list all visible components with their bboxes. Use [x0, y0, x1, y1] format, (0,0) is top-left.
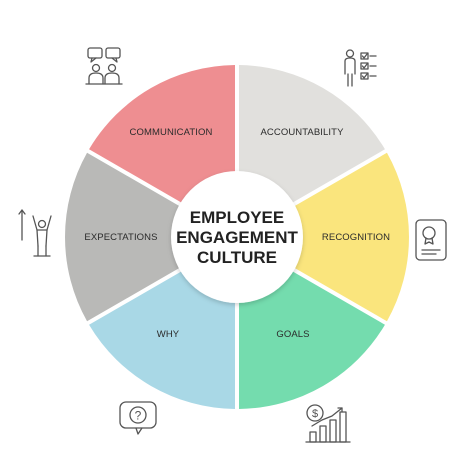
dollar-glyph: $: [312, 408, 318, 420]
segment-label-communication: COMMUNICATION: [130, 127, 213, 138]
center-title-line-2: ENGAGEMENT: [176, 228, 298, 247]
segment-labels: COMMUNICATION ACCOUNTABILITY RECOGNITION GO…: [84, 127, 390, 340]
segment-label-expectations: EXPECTATIONS: [84, 232, 157, 243]
center-disc: [171, 171, 303, 303]
people-talking-icon: [85, 47, 123, 85]
center-title-line-3: CULTURE: [197, 248, 277, 267]
segment-label-recognition: RECOGNITION: [322, 232, 390, 243]
segment-label-accountability: ACCOUNTABILITY: [260, 127, 344, 138]
segment-label-why: WHY: [157, 329, 180, 340]
segment-accountability: [238, 65, 385, 206]
segment-label-goals: GOALS: [276, 329, 309, 340]
segment-recognition: [289, 152, 409, 322]
question-glyph: ?: [135, 409, 142, 423]
wheel-segments: [65, 65, 409, 409]
segment-communication: [89, 65, 236, 206]
question-bubble-icon: ?: [119, 401, 157, 435]
person-checklist-icon: [344, 49, 377, 87]
growth-chart-icon: $: [305, 404, 351, 443]
segment-why: [89, 268, 236, 409]
segment-expectations: [65, 152, 185, 322]
segment-goals: [238, 268, 385, 409]
celebrating-person-icon: [18, 209, 52, 257]
center-title-line-1: EMPLOYEE: [190, 208, 284, 227]
certificate-icon: [415, 219, 447, 261]
